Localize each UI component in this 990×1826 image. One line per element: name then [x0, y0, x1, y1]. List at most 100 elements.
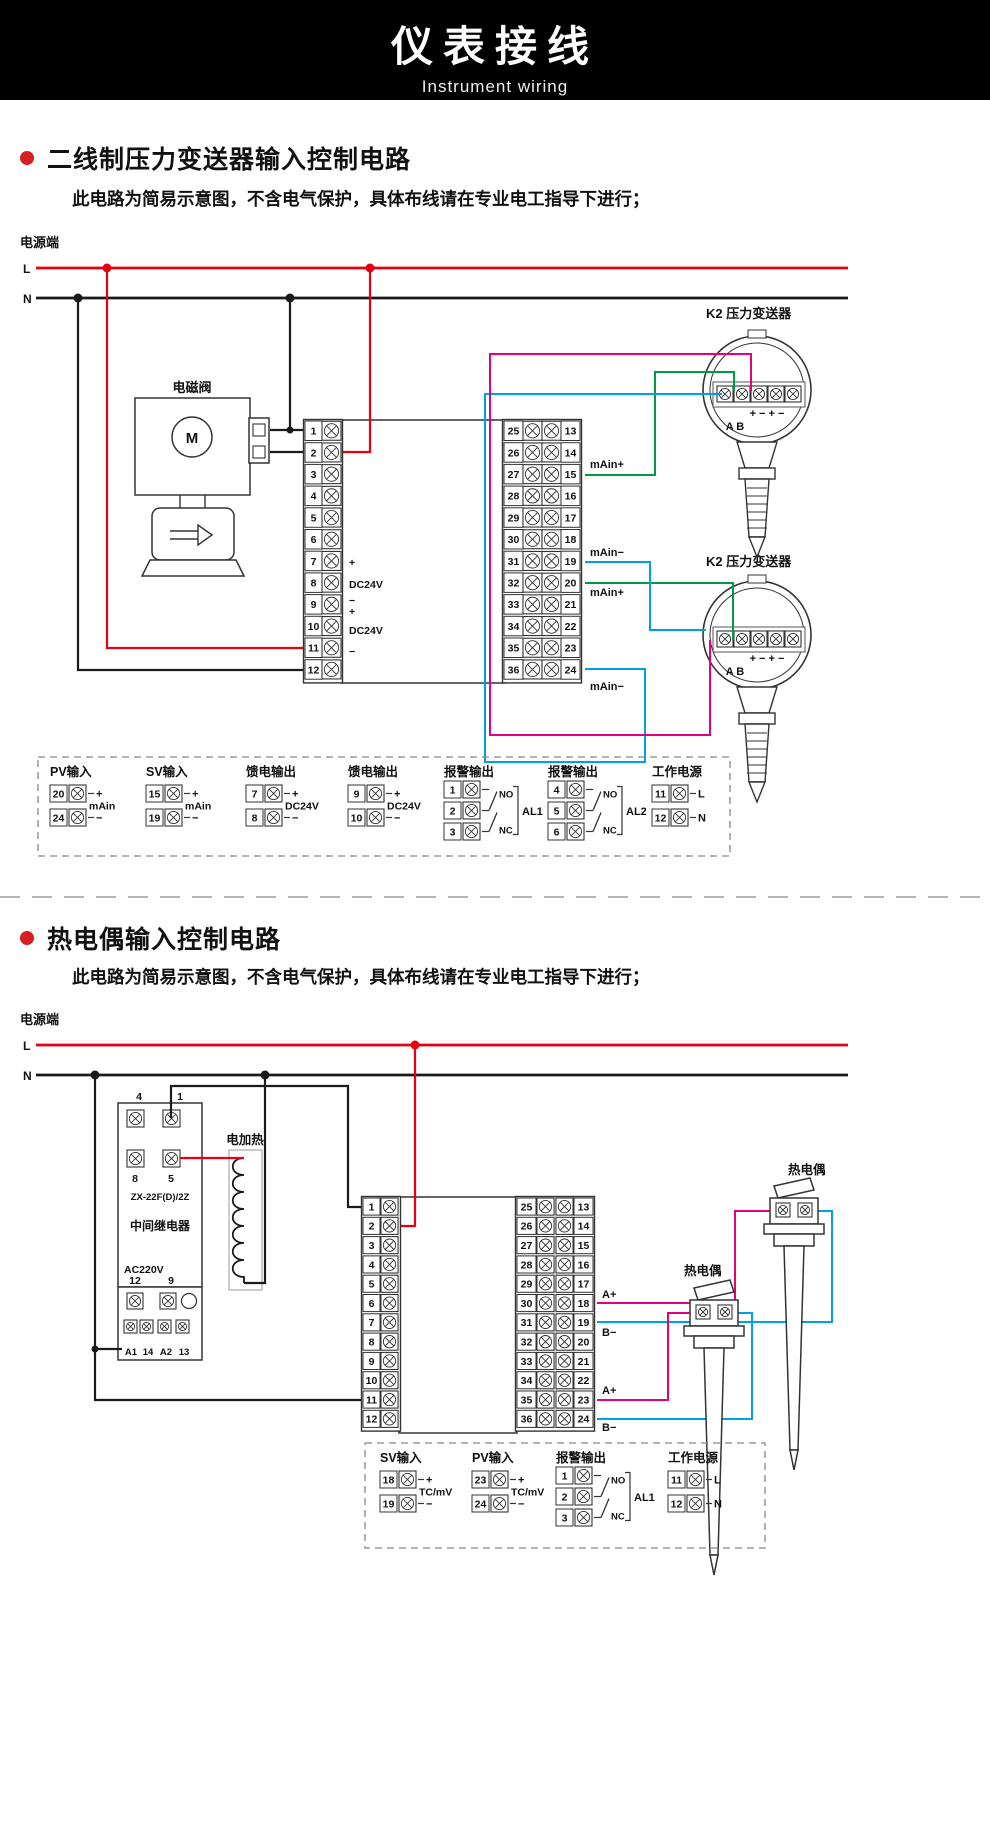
terminal-number-cell — [560, 637, 581, 658]
wire-l-to-terminal11 — [105, 268, 304, 650]
svg-text:12: 12 — [655, 813, 667, 825]
svg-text:16: 16 — [565, 491, 577, 503]
tc-screws — [695, 1202, 813, 1320]
svg-text:+: + — [192, 789, 198, 801]
svg-text:19: 19 — [578, 1317, 590, 1329]
terminal-number-cell — [560, 485, 581, 507]
legend-terminal-cell — [49, 808, 68, 827]
svg-text:2: 2 — [562, 1492, 568, 1504]
svg-text:15: 15 — [578, 1240, 590, 1252]
svg-text:20: 20 — [578, 1336, 590, 1348]
terminal-number-cell — [362, 1371, 381, 1390]
tc1-tip — [789, 1449, 799, 1471]
svg-text:36: 36 — [508, 664, 520, 676]
terminal-number-cell — [573, 1332, 594, 1351]
terminal-number-cell — [362, 1390, 381, 1409]
svg-text:35: 35 — [508, 643, 520, 655]
terminal-number-cell — [560, 615, 581, 637]
svg-text:12: 12 — [129, 1275, 141, 1287]
wire-l-to-terminal2-s2 — [400, 1045, 417, 1228]
wire-signal-green-2 — [585, 582, 734, 640]
terminal-number-cell — [516, 1313, 537, 1332]
terminal-number-cell — [362, 1351, 381, 1371]
legend-terminal-cell — [547, 801, 566, 820]
svg-text:A+: A+ — [602, 1289, 616, 1301]
svg-text:10: 10 — [308, 621, 320, 633]
terminal-number-cell — [560, 572, 581, 593]
svg-text:7: 7 — [252, 789, 258, 801]
legend-item-title: 馈电输出 — [348, 764, 398, 779]
svg-text:10: 10 — [351, 813, 363, 825]
svg-text:29: 29 — [521, 1279, 533, 1291]
svg-text:33: 33 — [521, 1356, 533, 1368]
transmitter-top-plug — [747, 329, 767, 339]
legend-terminal-cell — [347, 808, 366, 827]
svg-text:DC24V: DC24V — [285, 801, 319, 813]
svg-text:31: 31 — [508, 556, 520, 568]
legend-terminal-cell — [145, 784, 164, 803]
transmitter-flange — [738, 712, 776, 725]
svg-text:18: 18 — [565, 534, 577, 546]
tc2-hex — [693, 1335, 735, 1349]
wire-tc1-a — [597, 1210, 770, 1304]
svg-text:28: 28 — [521, 1259, 533, 1271]
svg-text:1: 1 — [369, 1201, 375, 1213]
legend-terminal-cell — [245, 784, 264, 803]
relay-model: ZX-22F(D)/2Z — [131, 1192, 190, 1203]
svg-text:29: 29 — [508, 512, 520, 524]
svg-text:27: 27 — [521, 1240, 533, 1252]
svg-text:32: 32 — [508, 577, 520, 589]
svg-text:34: 34 — [508, 621, 520, 633]
svg-text:23: 23 — [475, 1475, 487, 1487]
transmitter-neck — [736, 686, 778, 714]
svg-text:NO: NO — [499, 790, 513, 801]
svg-text:8: 8 — [132, 1173, 138, 1185]
legend-item-title: SV输入 — [380, 1450, 422, 1465]
svg-text:12: 12 — [366, 1414, 378, 1426]
terminal-number-cell — [516, 1236, 537, 1255]
s2-n-label: N — [23, 1069, 32, 1083]
terminal-number-cell — [516, 1255, 537, 1274]
s1-power-label: 电源端 — [20, 235, 59, 250]
heater-box — [228, 1149, 263, 1291]
svg-text:B−: B− — [602, 1422, 616, 1434]
legend-terminal-cell — [667, 1470, 686, 1489]
svg-text:11: 11 — [655, 789, 666, 801]
svg-text:23: 23 — [565, 643, 577, 655]
svg-text:18: 18 — [383, 1475, 395, 1487]
svg-text:4: 4 — [554, 785, 560, 797]
legend-terminal-cell — [379, 1470, 398, 1489]
relay-indicator — [180, 1292, 198, 1310]
svg-text:7: 7 — [311, 556, 317, 568]
tc1-flange — [763, 1223, 825, 1235]
svg-text:1: 1 — [450, 785, 456, 797]
tc2-tip — [709, 1554, 719, 1576]
section1-title: 二线制压力变送器输入控制电路 — [47, 146, 412, 174]
svg-text:19: 19 — [565, 556, 577, 568]
svg-text:23: 23 — [578, 1394, 590, 1406]
relay-name: 中间继电器 — [130, 1218, 191, 1233]
svg-text:mAin: mAin — [185, 801, 211, 813]
section1-bullet-icon — [20, 151, 34, 165]
svg-text:7: 7 — [369, 1317, 375, 1329]
terminal-number-cell — [516, 1332, 537, 1351]
svg-text:14: 14 — [565, 447, 577, 459]
s1-panel-labels: + DC24V − + DC24V − — [349, 557, 383, 658]
legend-terminal-cell — [471, 1494, 490, 1513]
svg-text:A+: A+ — [602, 1385, 616, 1397]
svg-text:13: 13 — [565, 426, 577, 438]
svg-text:+: + — [292, 789, 298, 801]
terminal-number-cell — [362, 1197, 381, 1216]
terminal-number-cell — [573, 1351, 594, 1371]
terminal-number-cell — [560, 659, 581, 680]
svg-text:20: 20 — [565, 577, 577, 589]
motor-circle — [171, 416, 213, 458]
svg-text:AL1: AL1 — [634, 1492, 655, 1504]
svg-text:−: − — [394, 813, 400, 825]
svg-text:28: 28 — [508, 491, 520, 503]
s1-n-label: N — [23, 292, 32, 306]
terminal-number-cell — [516, 1409, 537, 1428]
legend-terminal-cell — [443, 780, 462, 799]
